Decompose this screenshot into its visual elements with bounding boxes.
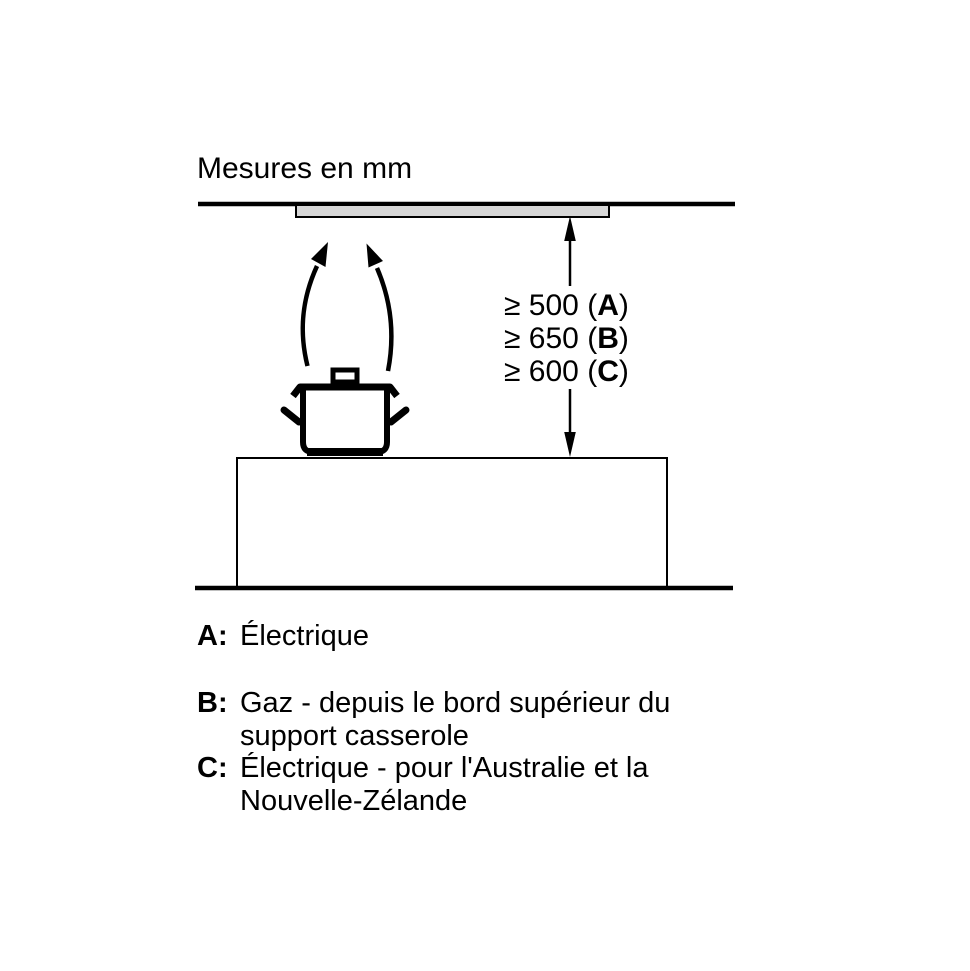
measurement-labels: ≥ 500 (A) ≥ 650 (B) ≥ 600 (C): [504, 289, 629, 388]
measurement-value-c: ≥ 600 (: [504, 355, 598, 388]
measurement-row-c: ≥ 600 (C): [504, 355, 629, 388]
worktop-outline: [236, 457, 668, 589]
legend-item-a: A: Électrique: [197, 620, 369, 653]
pot-body: [300, 390, 390, 455]
legend-text-c-line2: Nouvelle-Zélande: [240, 785, 468, 817]
pot-lid: [290, 383, 400, 399]
measurement-close-a: ): [618, 289, 629, 322]
legend-letter-b: B:: [197, 687, 228, 719]
legend-item-b: B: Gaz - depuis le bord supérieur du sup…: [197, 687, 670, 753]
pot-icon: [280, 367, 410, 456]
measurement-value-a: ≥ 500 (: [504, 289, 598, 322]
legend-text-b-line1: Gaz - depuis le bord supérieur du: [240, 687, 671, 719]
steam-arrow-left-head-icon: [311, 242, 328, 267]
dimension-arrow: [564, 216, 576, 457]
arrow-down-icon: [564, 432, 576, 457]
cooker-hood-icon: [295, 204, 610, 218]
measurement-letter-a: A: [597, 289, 619, 322]
legend-letter-c: C:: [197, 752, 228, 784]
steam-arrow-right-head-icon: [366, 243, 383, 268]
legend-text-c: Électrique - pour l'Australie et la Nouv…: [240, 752, 649, 818]
legend-text-c-line1: Électrique - pour l'Australie et la: [240, 752, 649, 784]
legend-text-b: Gaz - depuis le bord supérieur du suppor…: [240, 687, 670, 753]
legend-item-c: C: Électrique - pour l'Australie et la N…: [197, 752, 649, 818]
pot-handle-left: [280, 406, 303, 426]
measurement-row-a: ≥ 500 (A): [504, 289, 629, 322]
steam-arrow-left: [300, 265, 320, 367]
measurement-close-c: ): [618, 355, 629, 388]
measurement-value-b: ≥ 650 (: [504, 322, 598, 355]
legend-letter-a: A:: [197, 620, 228, 652]
pot-lid-knob: [330, 367, 360, 385]
arrow-up-icon: [564, 216, 576, 241]
steam-arrow-right: [374, 267, 394, 372]
pot-handle-right: [387, 406, 410, 426]
measurement-letter-c: C: [597, 355, 619, 388]
legend-text-a: Électrique: [240, 620, 369, 653]
measurement-row-b: ≥ 650 (B): [504, 322, 629, 355]
steam-arrows: [300, 242, 394, 372]
legend-text-a-line1: Électrique: [240, 620, 369, 652]
legend-text-b-line2: support casserole: [240, 720, 469, 752]
measurement-close-b: ): [618, 322, 629, 355]
page-title: Mesures en mm: [197, 152, 413, 185]
measurement-letter-b: B: [597, 322, 619, 355]
